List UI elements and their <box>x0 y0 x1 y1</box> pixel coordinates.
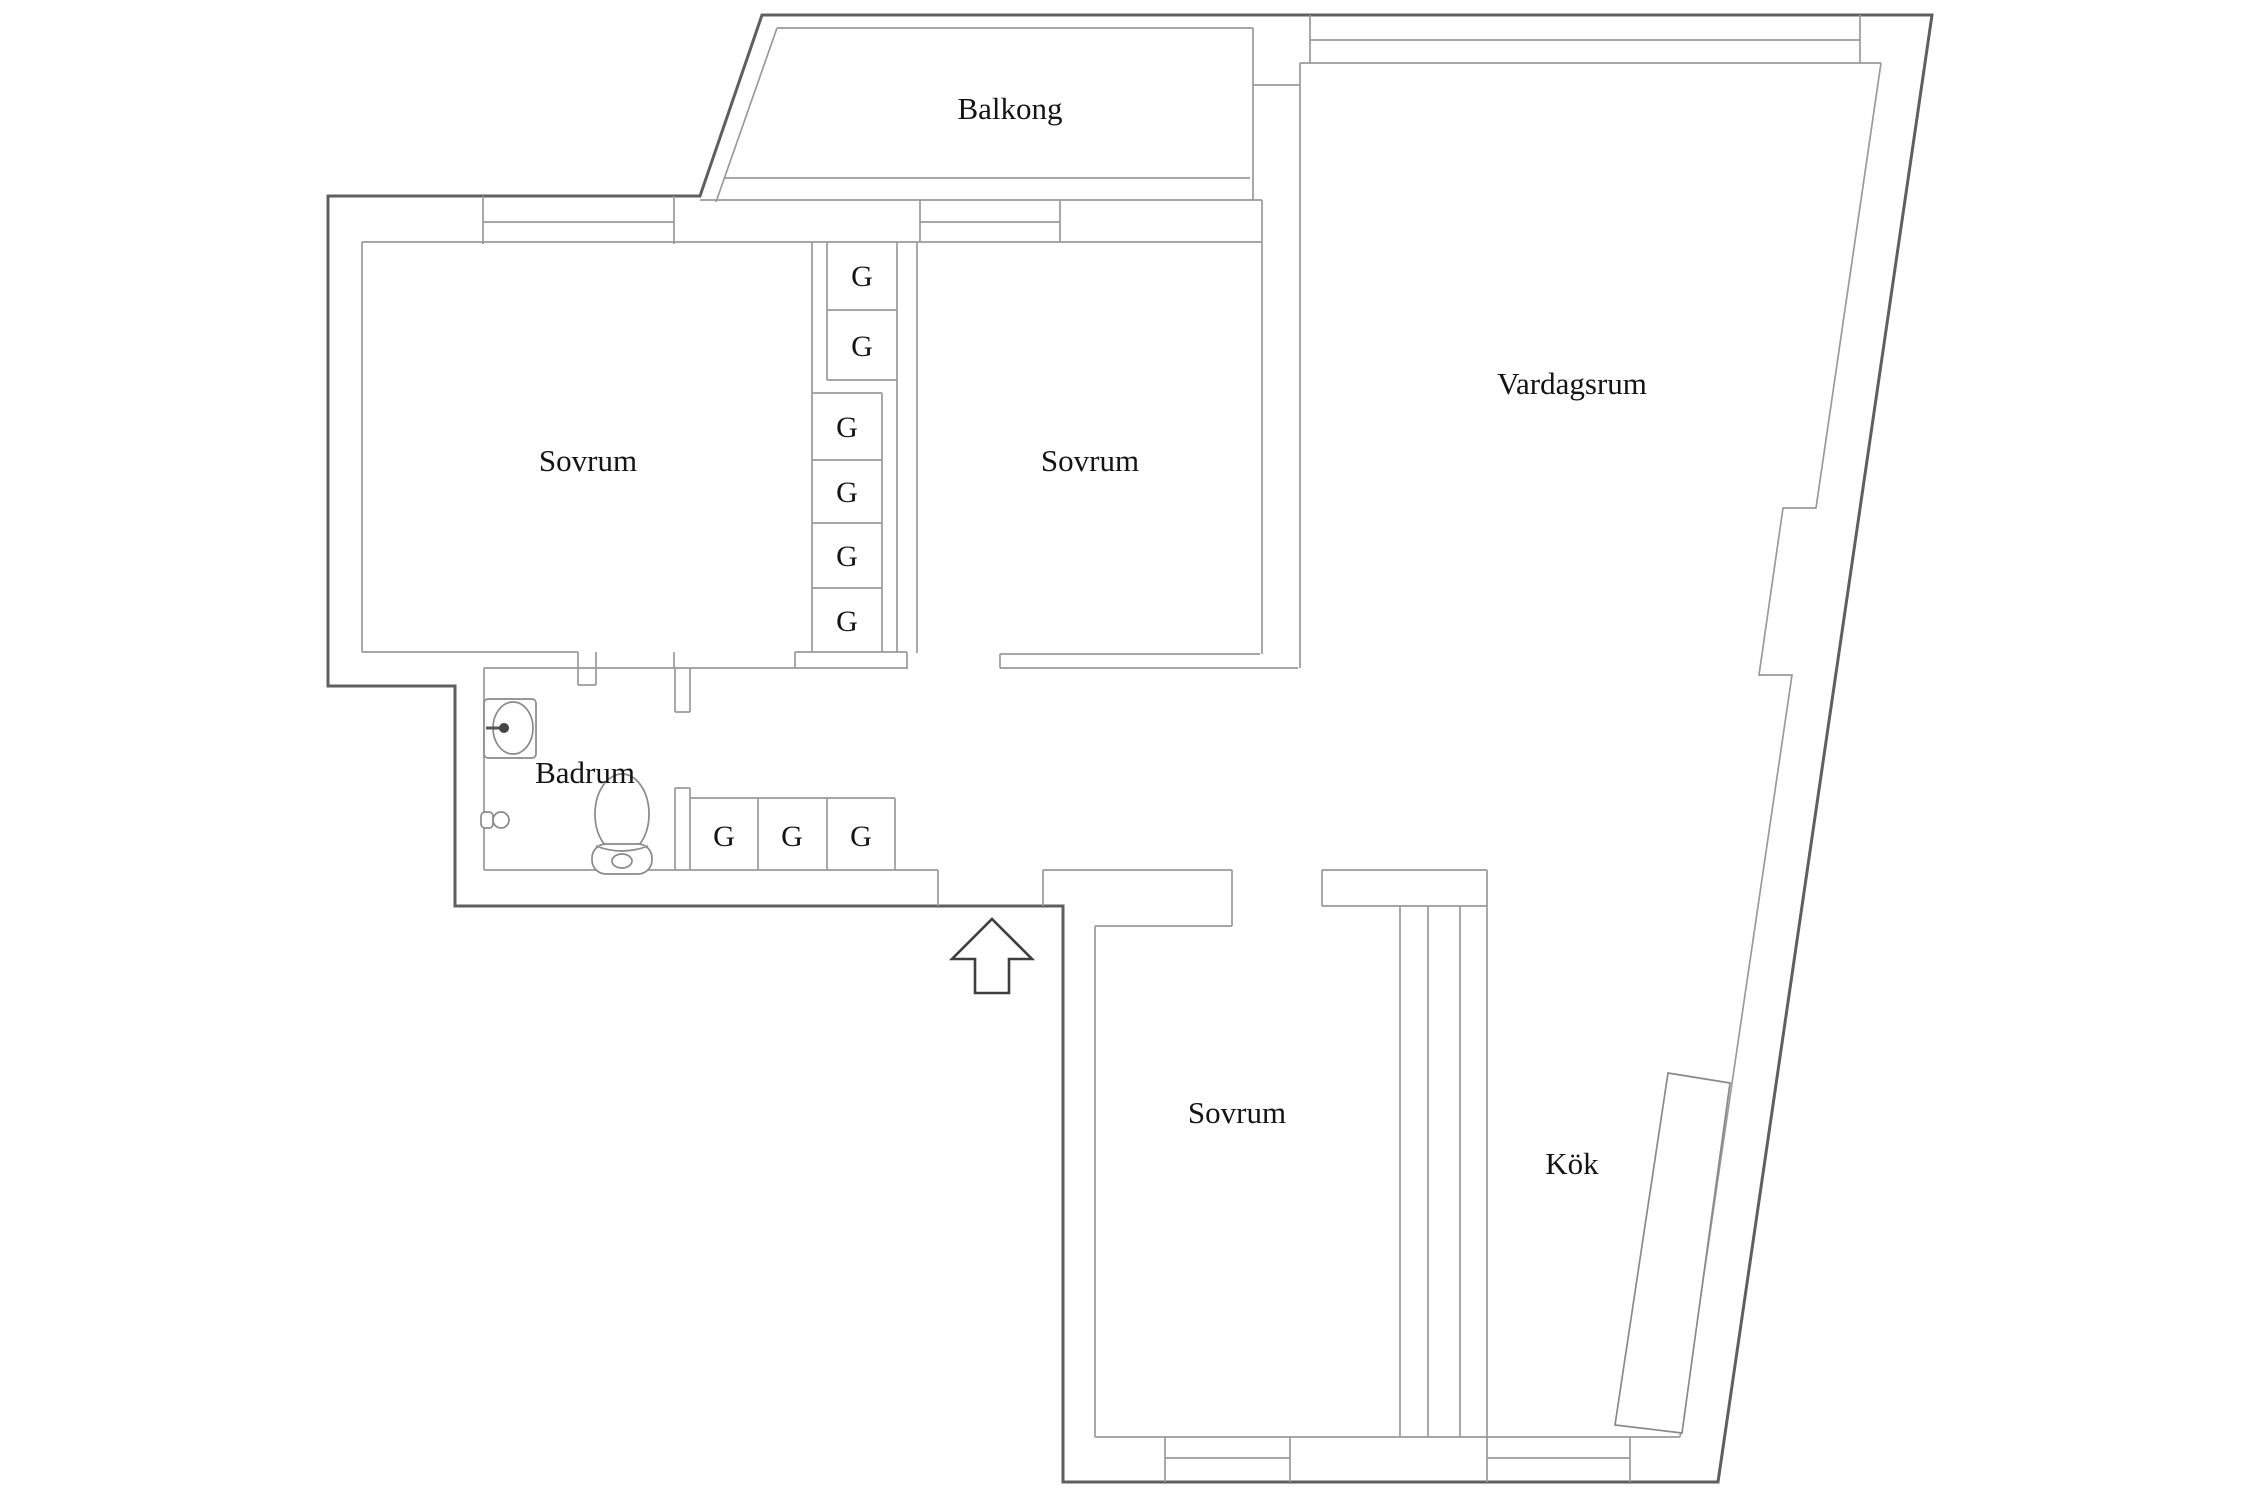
closet-label-row-2: G <box>781 820 803 853</box>
closet-label-row-1: G <box>713 820 735 853</box>
outer-wall-boundary <box>326 13 1934 1484</box>
toilet-icon <box>591 773 653 875</box>
wall-valve-icon <box>480 811 510 829</box>
room-label-sovrum-left: Sovrum <box>539 443 637 478</box>
room-label-sovrum-bottom: Sovrum <box>1188 1095 1286 1130</box>
room-label-balkong: Balkong <box>957 91 1062 126</box>
closet-label-column-1: G <box>851 260 873 293</box>
room-label-sovrum-middle: Sovrum <box>1041 443 1139 478</box>
kitchen-counter-block <box>1614 1072 1731 1434</box>
closet-label-column-4: G <box>836 476 858 509</box>
room-label-vardagsrum: Vardagsrum <box>1497 366 1647 401</box>
room-label-kok: Kök <box>1545 1146 1599 1181</box>
interior-walls <box>361 15 1882 1482</box>
room-label-badrum: Badrum <box>535 755 635 790</box>
closet-label-column-5: G <box>836 540 858 573</box>
closet-label-column-6: G <box>836 605 858 638</box>
closet-label-column-2: G <box>851 330 873 363</box>
bathroom-sink-icon <box>483 698 537 759</box>
closet-label-column-3: G <box>836 411 858 444</box>
entrance-arrow-icon <box>948 917 1036 995</box>
closet-label-row-3: G <box>850 820 872 853</box>
